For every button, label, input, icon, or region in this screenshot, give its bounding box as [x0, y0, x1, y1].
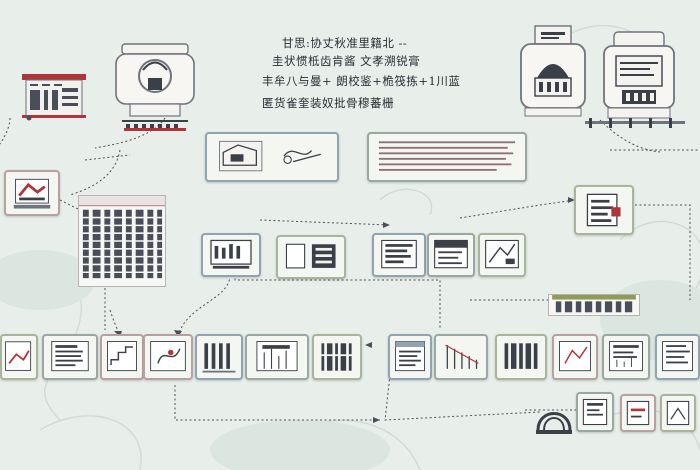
bottom-card-2[interactable] — [620, 394, 656, 432]
header-text-line-1: 甘思:协丈秋准里籍北 -- — [282, 36, 408, 50]
header-text-line-3: 丰牟八与曼+ 朗校鉴+桅筏拣+1川蓝 — [262, 74, 461, 88]
row-card-6[interactable] — [245, 334, 309, 380]
data-table-left — [78, 195, 166, 287]
row-card-1[interactable] — [0, 334, 38, 380]
connector-dot — [26, 115, 32, 121]
header-text-line-4: 匿货雀奎装奴批骨穆蕃栅 — [262, 96, 394, 110]
row-card-4[interactable] — [143, 334, 193, 380]
header-text-line-2: 圭状惯柢齿肯酱 文孝溯锐膏 — [272, 54, 421, 68]
row-card-2[interactable] — [42, 334, 98, 380]
building-icon-left — [18, 70, 90, 120]
spec-sheet-card[interactable] — [367, 132, 527, 182]
spreadsheet-card[interactable] — [427, 233, 475, 277]
row-card-8[interactable] — [388, 334, 432, 380]
machine-icon-2 — [515, 22, 591, 120]
report-card[interactable] — [372, 233, 426, 277]
data-table-right — [548, 294, 640, 316]
row-card-9[interactable] — [434, 334, 488, 380]
gear-machine-icon — [532, 400, 576, 436]
row-card-13[interactable] — [655, 334, 700, 380]
row-card-5[interactable] — [195, 334, 243, 380]
row-card-12[interactable] — [602, 334, 650, 380]
row-card-11[interactable] — [552, 334, 598, 380]
bottom-card-3[interactable] — [660, 394, 696, 432]
machine-base-strip — [585, 118, 685, 128]
monitor-card[interactable] — [201, 233, 261, 277]
drawing-card[interactable] — [205, 132, 339, 182]
bottom-card-1[interactable] — [576, 392, 614, 432]
row-card-10[interactable] — [495, 334, 547, 380]
document-card-left[interactable] — [4, 170, 60, 216]
row-card-7[interactable] — [312, 334, 362, 380]
document-stack-card[interactable] — [574, 185, 634, 235]
machine-icon-3 — [600, 28, 678, 122]
row-card-3[interactable] — [100, 334, 144, 380]
chart-card[interactable] — [276, 235, 346, 279]
blueprint-card[interactable] — [478, 233, 526, 277]
machine-icon-1 — [110, 40, 200, 132]
